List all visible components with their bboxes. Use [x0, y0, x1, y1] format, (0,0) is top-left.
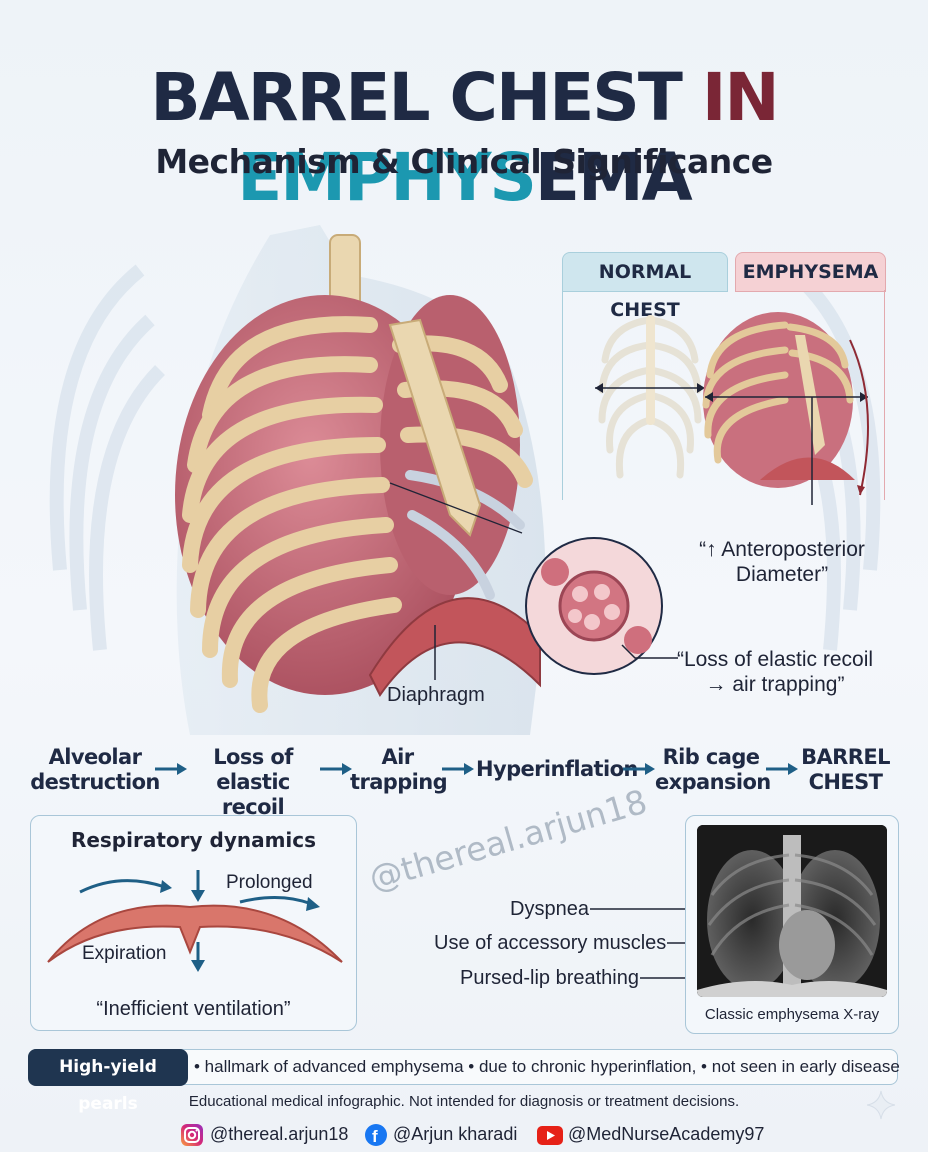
comparison-frame-right — [884, 290, 885, 500]
recoil-annotation: “Loss of elastic recoil → air trapping” — [670, 647, 880, 697]
chest-xray-image — [697, 825, 887, 997]
youtube-handle-link[interactable]: @MedNurseAcademy97 — [568, 1124, 765, 1144]
alveoli-zoom-circle — [525, 537, 663, 675]
symptom-accessory-muscles: Use of accessory muscles — [434, 932, 667, 954]
instagram-handle-link[interactable]: @thereal.arjun18 — [210, 1124, 349, 1144]
instagram-icon[interactable] — [181, 1124, 203, 1146]
recoil-line2: → air trapping” — [705, 673, 845, 696]
ap-diameter-annotation: “↑ Anteroposterior Diameter” — [690, 537, 874, 587]
emphysema-header: EMPHYSEMA — [735, 252, 886, 292]
title-in: IN — [701, 59, 780, 136]
flow-arrow-icon — [320, 763, 352, 775]
title-barrel-chest: BARREL CHEST — [150, 59, 702, 136]
flow-arrow-icon — [442, 763, 474, 775]
ap-line2: Diameter” — [735, 563, 829, 586]
ribcage-illustration — [175, 225, 546, 735]
title-emphys: EMPHYS — [237, 139, 537, 216]
watermark: @thereal.arjun18 — [364, 781, 652, 899]
symptom-dyspnea: Dyspnea — [510, 898, 589, 920]
flow-step-4: Hyperinflation — [476, 757, 638, 781]
page-title: BARREL CHEST IN EMPHYSEMA — [0, 58, 928, 218]
recoil-line1: “Loss of elastic recoil — [676, 648, 874, 671]
diaphragm-label: Diaphragm — [387, 684, 485, 706]
expiration-label: Expiration — [82, 943, 167, 964]
inefficient-ventilation-label: “Inefficient ventilation” — [96, 998, 291, 1020]
high-yield-pearls-tag: High-yield pearls — [28, 1049, 188, 1114]
diaphragm-dynamics-figure — [47, 870, 343, 972]
comparison-frame-left — [562, 290, 727, 500]
svg-text:f: f — [372, 1127, 378, 1146]
facebook-icon[interactable]: f — [365, 1124, 387, 1146]
disclaimer: Educational medical infographic. Not int… — [188, 1093, 740, 1110]
recoil-leader-line — [621, 644, 678, 659]
flow-arrow-icon — [155, 763, 187, 775]
emphysema-ribcage-figure — [702, 312, 869, 505]
prolonged-label: Prolonged — [226, 872, 313, 893]
sparkle-icon — [866, 1090, 896, 1120]
page-subtitle: Mechanism & Clinical Significance — [155, 142, 773, 181]
normal-ribcage-figure — [595, 315, 705, 479]
youtube-icon[interactable] — [537, 1126, 563, 1145]
xray-caption: Classic emphysema X-ray — [704, 1006, 880, 1023]
normal-chest-header: NORMAL CHEST — [562, 252, 728, 321]
ap-line1: “↑ Anteroposterior — [699, 538, 865, 561]
flow-arrow-icon — [766, 763, 798, 775]
symptom-pursed-lip: Pursed-lip breathing — [460, 967, 639, 989]
respiratory-dynamics-title: Respiratory dynamics — [70, 828, 317, 852]
flow-arrow-icon — [623, 763, 655, 775]
title-ema: EMA — [534, 139, 693, 216]
high-yield-pearls-text: • hallmark of advanced emphysema • due t… — [194, 1057, 900, 1076]
facebook-handle-link[interactable]: @Arjun kharadi — [393, 1124, 518, 1144]
